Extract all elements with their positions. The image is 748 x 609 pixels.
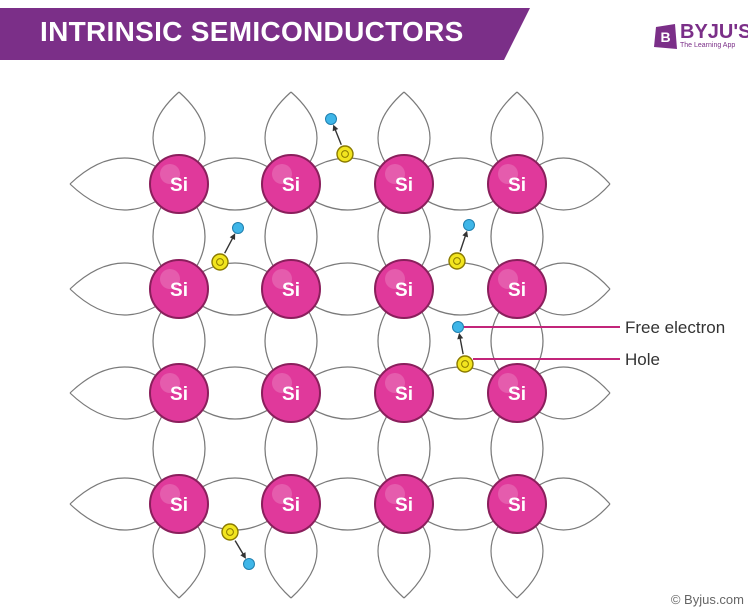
arrow-icon <box>234 540 246 557</box>
page-title: INTRINSIC SEMICONDUCTORS <box>40 16 464 47</box>
hole <box>211 253 229 271</box>
atom-label: Si <box>170 495 188 516</box>
atom-label: Si <box>395 384 413 405</box>
silicon-atom: Si <box>487 154 547 214</box>
atom-label: Si <box>395 280 413 301</box>
atom-label: Si <box>282 495 300 516</box>
silicon-atom: Si <box>149 259 209 319</box>
atom-label: Si <box>395 175 413 196</box>
atom-label: Si <box>282 175 300 196</box>
silicon-atom: Si <box>261 259 321 319</box>
arrow-icon <box>459 233 467 252</box>
atom-label: Si <box>508 495 526 516</box>
charge-carriers <box>211 113 475 570</box>
atom-label: Si <box>508 175 526 196</box>
atom-label: Si <box>282 280 300 301</box>
free-electron <box>232 222 244 234</box>
silicon-atom: Si <box>374 154 434 214</box>
hole-label: Hole <box>625 350 660 369</box>
free-electron <box>463 219 475 231</box>
atom-label: Si <box>170 175 188 196</box>
electron-hole-pair <box>448 219 475 270</box>
silicon-atom: Si <box>487 474 547 534</box>
silicon-atom: Si <box>261 363 321 423</box>
atom-label: Si <box>508 384 526 405</box>
silicon-atom: Si <box>149 363 209 423</box>
silicon-atom: Si <box>487 363 547 423</box>
free-electron <box>452 321 464 333</box>
arrowhead-icon <box>332 124 339 132</box>
electron-hole-pair <box>211 222 244 271</box>
free-electron <box>243 558 255 570</box>
electron-hole-pair <box>325 113 354 163</box>
silicon-atom: Si <box>374 474 434 534</box>
arrowhead-icon <box>229 233 236 241</box>
hole <box>336 145 354 163</box>
hole <box>221 523 239 541</box>
silicon-atom: Si <box>374 363 434 423</box>
electron-hole-pair <box>221 523 255 570</box>
silicon-atom: Si <box>261 154 321 214</box>
logo-name: BYJU'S <box>680 21 748 43</box>
arrowhead-icon <box>462 230 469 238</box>
byjus-logo: B BYJU'S The Learning App <box>654 20 748 56</box>
arrowhead-icon <box>457 332 464 340</box>
atom-label: Si <box>170 384 188 405</box>
atom-label: Si <box>395 495 413 516</box>
logo-mark-letter: B <box>660 29 670 45</box>
atom-label: Si <box>508 280 526 301</box>
silicon-atom: Si <box>149 474 209 534</box>
hole <box>448 252 466 270</box>
logo-mark-icon: B <box>654 24 677 49</box>
logo-tagline: The Learning App <box>680 42 736 49</box>
arrow-icon <box>333 127 342 145</box>
silicon-atom: Si <box>374 259 434 319</box>
arrow-icon <box>458 335 464 355</box>
arrowhead-icon <box>240 552 246 559</box>
free-electron <box>325 113 337 125</box>
arrow-icon <box>224 235 235 254</box>
callouts: Free electron Hole <box>464 318 725 369</box>
silicon-atom: Si <box>487 259 547 319</box>
copyright: © Byjus.com <box>670 592 744 607</box>
silicon-atom: Si <box>149 154 209 214</box>
atom-label: Si <box>170 280 188 301</box>
atom-label: Si <box>282 384 300 405</box>
electron-hole-pair <box>452 321 474 373</box>
free-electron-label: Free electron <box>625 318 725 337</box>
hole <box>456 355 474 373</box>
title-banner <box>0 8 530 60</box>
silicon-atom: Si <box>261 474 321 534</box>
